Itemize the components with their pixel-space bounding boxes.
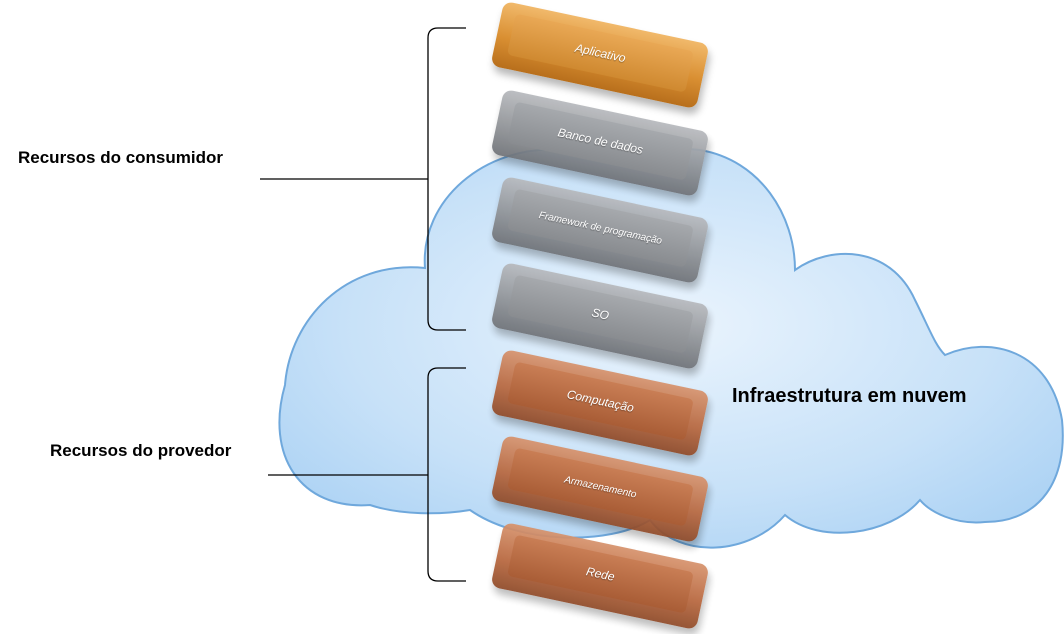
consumer-resources-label: Recursos do consumidor bbox=[18, 148, 223, 167]
provider-resources-label: Recursos do provedor bbox=[50, 441, 232, 460]
cloud-infrastructure-label: Infraestrutura em nuvem bbox=[732, 385, 967, 407]
